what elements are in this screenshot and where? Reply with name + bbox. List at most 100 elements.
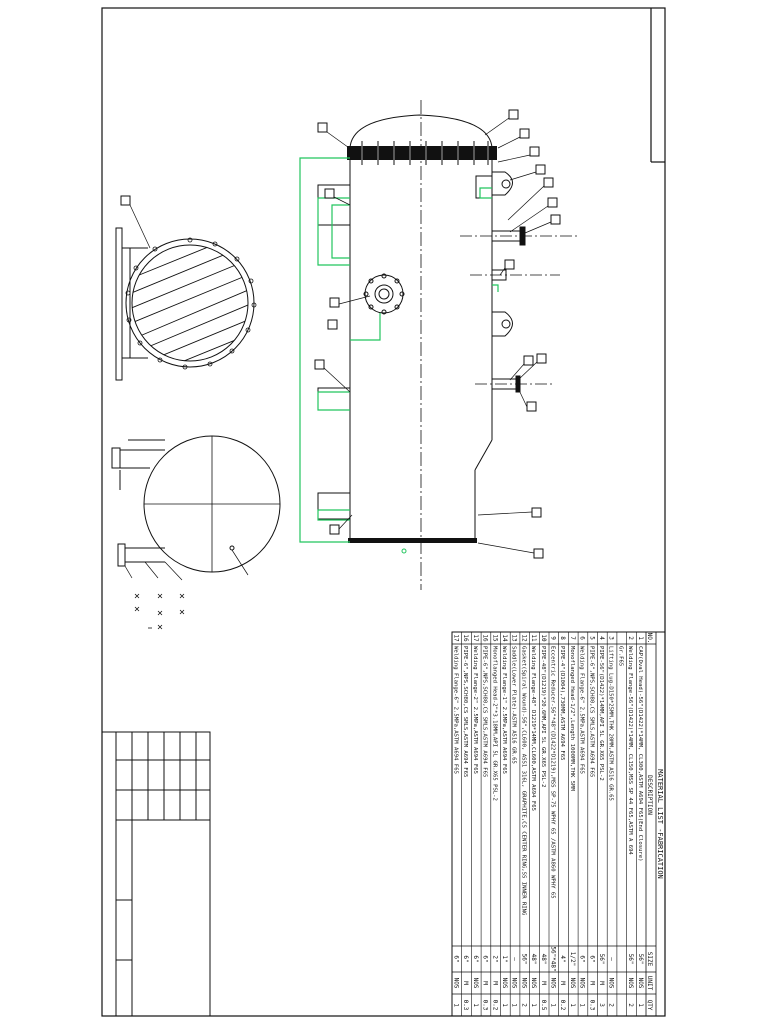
material-row-size: 6" — [462, 955, 469, 962]
material-row-qty: 0.3 — [462, 1000, 469, 1011]
material-row-description: Welding Flange-56"(D1422)*14MM, CL150,MS… — [627, 646, 633, 855]
material-row-description: Gasket(Spiral Wound)-56",CL600, ASS1 316… — [520, 646, 526, 916]
nozzle-centerlines — [460, 235, 580, 385]
material-row-qty: 2 — [520, 1003, 527, 1007]
material-row-size: 6" — [482, 955, 489, 962]
material-row-description: Gr.F65 — [617, 646, 623, 666]
material-row-unit: M — [540, 981, 547, 985]
material-row-size: 2" — [491, 955, 498, 962]
material-row-no: 15 — [491, 634, 498, 642]
vessel-elevation — [299, 100, 580, 590]
material-row-description: Welding Flange-48" D1219*14MM,CL600,ASTM… — [530, 646, 536, 811]
oval-head-cap — [349, 114, 493, 149]
header-unit: UNIT — [646, 976, 653, 991]
material-row-description: PIPE-6",NPS,SCH80,CS SMLS,ASTM A694 F65 — [588, 646, 594, 777]
material-row-qty: 1 — [501, 1003, 508, 1007]
material-row-unit: NOS — [530, 978, 537, 989]
material-row-unit: NOS — [550, 978, 557, 989]
header-description: DESCRIPTION — [646, 775, 653, 815]
material-row-no: 10 — [540, 634, 547, 642]
right-nozzles — [491, 226, 526, 393]
material-row-unit: NOS — [453, 978, 460, 989]
material-row-unit: M — [462, 981, 469, 985]
material-row-unit: NOS — [637, 978, 644, 989]
header-size: SIZE — [646, 952, 653, 967]
material-row-unit: NOS — [511, 978, 518, 989]
material-row-description: PIPE-4"(D1004),730MM,ASTM A694 F65 — [559, 646, 565, 761]
material-row-qty: 3 — [598, 1003, 605, 1007]
material-row-unit: NOS — [472, 978, 479, 989]
material-row-qty: 1 — [579, 1003, 586, 1007]
material-row-size: 1" — [501, 955, 508, 962]
material-row-qty: 1 — [511, 1003, 518, 1007]
header-no: NO. — [646, 633, 653, 644]
material-row-size: 56" — [520, 954, 527, 965]
material-row-description: Saddle(Lower Plate)-ASTM A516 GR.65 — [511, 646, 517, 764]
material-row-size: — — [511, 957, 518, 961]
material-row-qty: 1 — [637, 1003, 644, 1007]
material-row-qty: 0.2 — [559, 1000, 566, 1011]
material-row-qty: 1 — [472, 1003, 479, 1007]
bolt-studs — [361, 141, 489, 165]
end-view — [111, 435, 281, 581]
material-row-no: 9 — [550, 636, 557, 640]
material-row-no: 16 — [482, 634, 489, 642]
callout-leaders — [323, 117, 552, 554]
material-row-qty: 1 — [530, 1003, 537, 1007]
material-row-description: CAP(Oval Head)-56"(D1422)*14MM, CL300,AS… — [637, 646, 643, 862]
material-row-unit: NOS — [608, 978, 615, 989]
material-row-qty: 0.2 — [491, 1000, 498, 1011]
crosshair-marks — [134, 593, 185, 630]
material-row-qty: 0.3 — [482, 1000, 489, 1011]
material-row-no: 8 — [559, 636, 566, 640]
material-row-description: PIPE-48"(D1219)*20.6MM,API 5L GR.X65 PSL… — [540, 646, 546, 787]
material-row-size: 6" — [453, 955, 460, 962]
material-row-description: Lifting Lug-D150*25MM,THK 20MM,ASTM A516… — [608, 646, 614, 801]
material-row-size: 56"*48" — [550, 946, 557, 971]
material-row-unit: NOS — [520, 978, 527, 989]
material-row-description: Welding Flange-6" 2.5MPa,ASTM A694 F65 — [453, 646, 459, 774]
material-row-no: 14 — [501, 634, 508, 642]
header-qty: QTY — [646, 1000, 653, 1011]
material-row-unit: NOS — [579, 978, 586, 989]
center-nozzle — [363, 273, 405, 315]
material-row-unit: NOS — [627, 978, 634, 989]
material-row-no: 5 — [588, 636, 595, 640]
material-row-description: Monoflanged Head-1/2",Length 1000MM,THK … — [569, 646, 575, 791]
material-row-unit: NOS — [569, 978, 576, 989]
material-row-unit: M — [559, 981, 566, 985]
section-view — [115, 195, 257, 381]
material-row-description: Eccentric Reducer-56"*48"(D1422*D1219),M… — [550, 646, 556, 899]
material-row-no: 11 — [530, 634, 537, 642]
material-row-qty: 2 — [627, 1003, 634, 1007]
sheet-border — [101, 7, 666, 1017]
material-row-unit: M — [588, 981, 595, 985]
title-block — [101, 731, 211, 1017]
drain-point — [401, 548, 407, 554]
material-row-description: Welding Flange-1" 2.5MPa,ASTM A694 F65 — [501, 646, 507, 774]
green-piping — [299, 157, 499, 543]
material-row-description: Welding Flange-6" 2.5MPa,ASTM A694 F65 — [579, 646, 585, 774]
material-row-qty: 2 — [608, 1003, 615, 1007]
material-row-size: 6" — [588, 955, 595, 962]
material-row-no: 4 — [598, 636, 605, 640]
material-row-size: 56" — [598, 954, 605, 965]
material-row-size: 48" — [530, 954, 537, 965]
material-row-size: 4" — [559, 955, 566, 962]
material-row-unit: M — [491, 981, 498, 985]
material-row-description: PIPE-56"(D1422)*14MM,API 5L GR.X65 PSL-2 — [598, 646, 604, 781]
body-flange — [347, 146, 497, 160]
material-row-no: 1 — [637, 636, 644, 640]
material-row-no: 17 — [472, 634, 479, 642]
material-row-description: PIPE-6",NPS,SCH80,CS SMLS,ASTM A694 F65 — [462, 646, 468, 777]
material-list-title: MATERIAL LIST -FABRICATION — [656, 769, 664, 879]
material-row-qty: 1 — [569, 1003, 576, 1007]
material-row-size: — — [608, 957, 615, 961]
material-row-no: 16 — [462, 634, 469, 642]
material-row-qty: 1 — [453, 1003, 460, 1007]
material-row-description: PIPE-6",NPS,SCH80,CS SMLS,ASTM A694 F65 — [482, 646, 488, 777]
material-row-unit: NOS — [501, 978, 508, 989]
